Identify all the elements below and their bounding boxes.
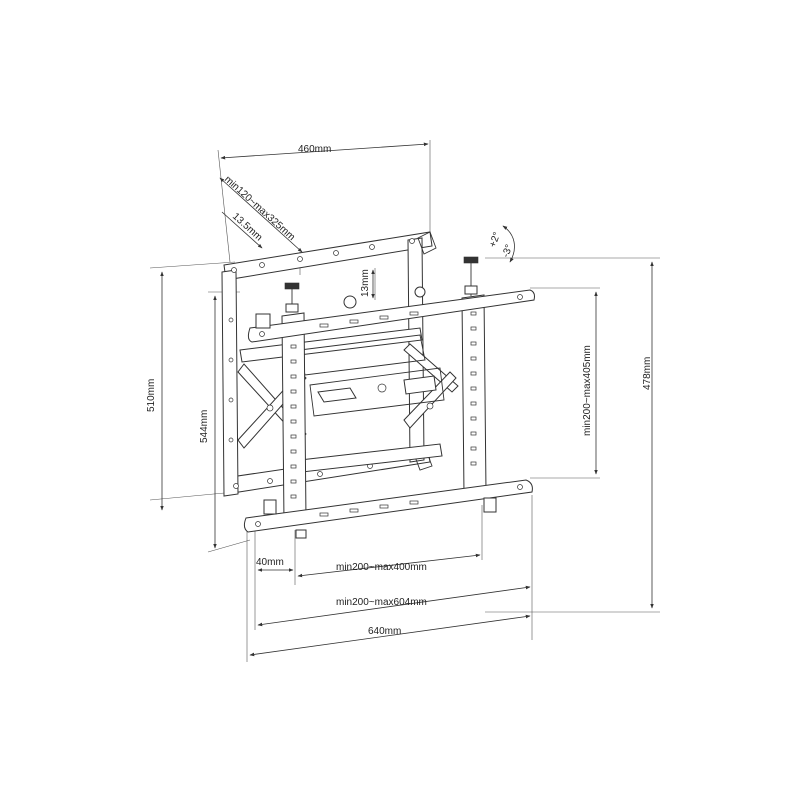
label-offset: 13.5mm bbox=[230, 211, 264, 243]
label-width-top: 460mm bbox=[298, 144, 331, 155]
label-height-arms: 478mm bbox=[642, 357, 653, 390]
horizontal-bars bbox=[243, 289, 535, 533]
label-width-bottom: 640mm bbox=[368, 626, 401, 637]
dimension-lines bbox=[160, 142, 654, 657]
label-tilt-plus: +2° bbox=[487, 231, 503, 249]
label-height-inner: 544mm bbox=[199, 410, 210, 443]
label-vesa-inner: min200~max400mm bbox=[336, 562, 427, 573]
label-vesa-outer: min200~max604mm bbox=[336, 597, 427, 608]
label-height-total: 510mm bbox=[146, 379, 157, 412]
label-arm-offset: 40mm bbox=[256, 557, 284, 568]
label-tilt-gap: 13mm bbox=[360, 269, 371, 297]
dimension-labels: 460mm min120~max325mm 13.5mm 13mm +2° -3… bbox=[146, 144, 653, 637]
adjustment-knobs bbox=[255, 256, 497, 539]
label-tilt-minus: -3° bbox=[500, 243, 515, 259]
vertical-rails bbox=[281, 294, 487, 524]
scissor-arms bbox=[237, 327, 459, 473]
extension-lines bbox=[149, 140, 660, 662]
label-vesa-vertical: min200~max405mm bbox=[582, 345, 593, 436]
